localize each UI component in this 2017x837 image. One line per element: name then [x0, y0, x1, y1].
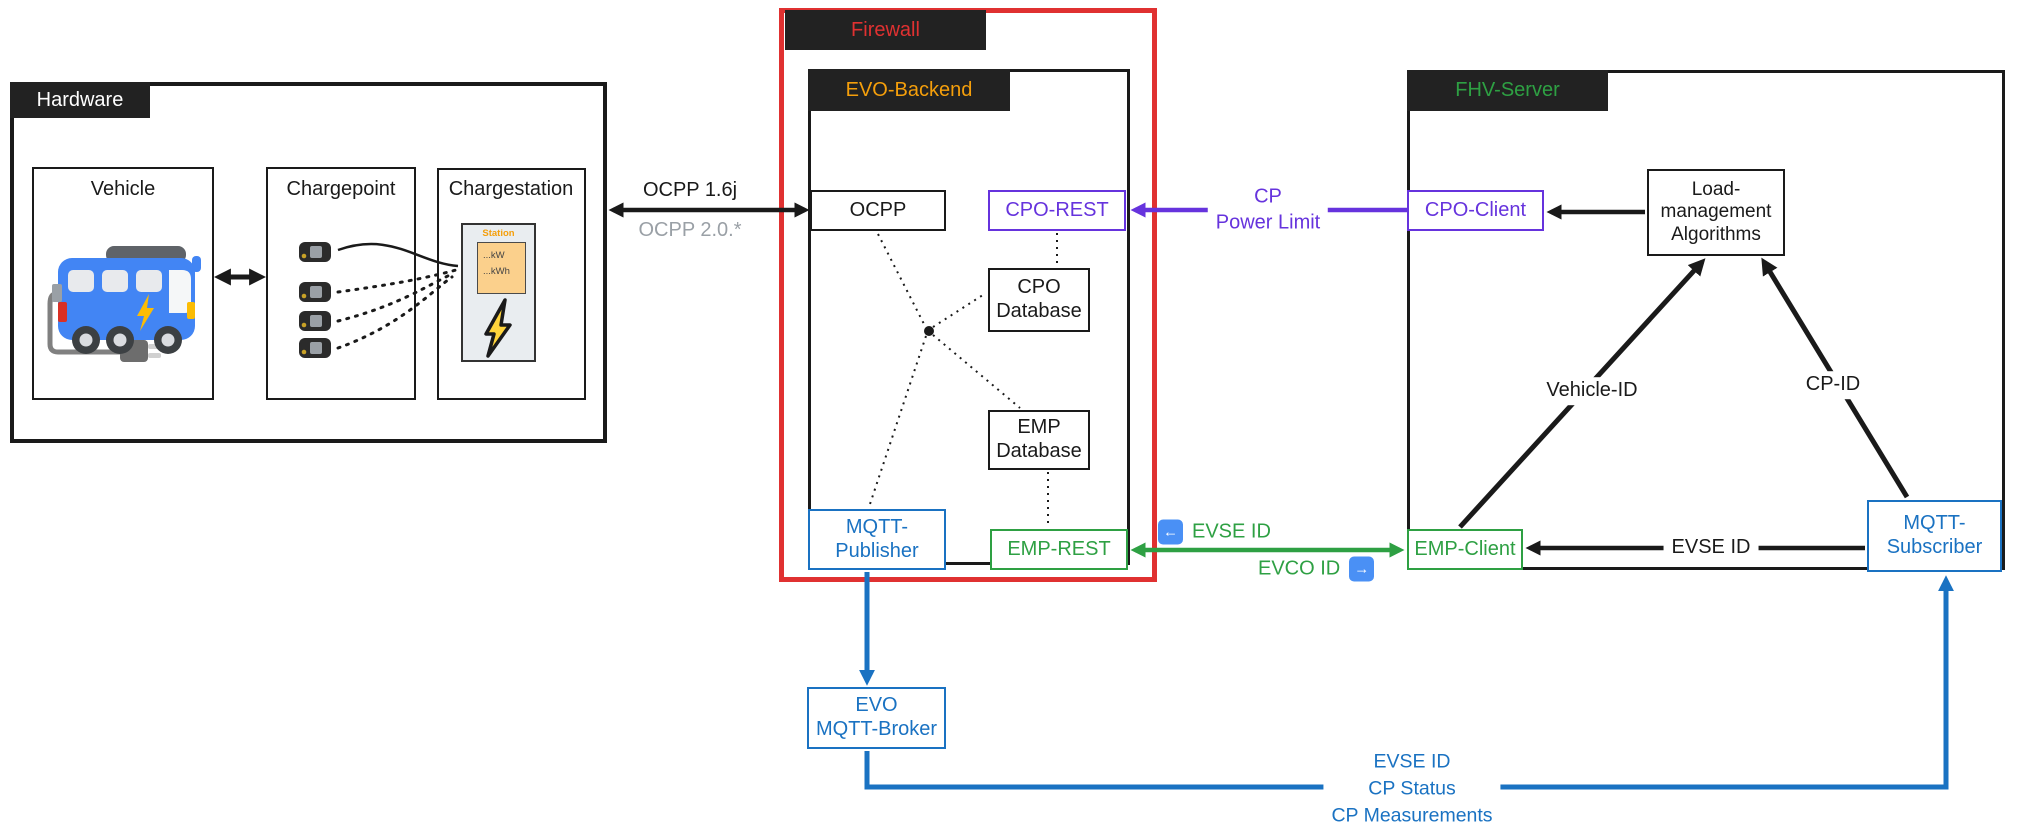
- evse-id-to-backend-label: ← EVSE ID: [1158, 519, 1271, 545]
- emp-database-node: EMP Database: [988, 410, 1090, 470]
- vehicle-box-title: Vehicle: [90, 178, 156, 201]
- mqtt-payload-label: EVSE ID CP Status CP Measurements: [1323, 747, 1501, 831]
- evse-id-internal-label: EVSE ID: [1663, 534, 1759, 562]
- fhv-server-group: [1407, 70, 2005, 570]
- cpo-client-node: CPO-Client: [1407, 190, 1544, 231]
- hardware-title: Hardware: [36, 88, 124, 111]
- right-arrow-icon: →: [1349, 556, 1375, 582]
- cp-id-label: CP-ID: [1797, 371, 1869, 399]
- chargepoint-box-title: Chargepoint: [286, 178, 396, 201]
- ocpp-protocol-label: OCPP 1.6j: [642, 179, 738, 202]
- cpo-rest-node: CPO-REST: [988, 190, 1126, 231]
- fhv-server-header: FHV-Server: [1407, 70, 1608, 111]
- firewall-header: Firewall: [785, 10, 986, 50]
- evse-id-to-backend-text: EVSE ID: [1192, 520, 1271, 543]
- cp-power-limit-label: CP Power Limit: [1207, 183, 1329, 237]
- evco-id-to-server-text: EVCO ID: [1258, 557, 1341, 580]
- ocpp-protocol-secondary-label: OCPP 2.0.*: [638, 219, 742, 242]
- firewall-title: Firewall: [851, 18, 920, 41]
- evo-backend-title: EVO-Backend: [845, 78, 973, 101]
- hardware-header: Hardware: [10, 82, 150, 118]
- evo-backend-header: EVO-Backend: [808, 69, 1010, 111]
- station-graphic-label: Station: [482, 228, 515, 239]
- mqtt-publisher-node: MQTT- Publisher: [808, 509, 946, 570]
- cpo-database-node: CPO Database: [988, 268, 1090, 332]
- fhv-server-title: FHV-Server: [1455, 79, 1560, 101]
- evo-mqtt-broker-node: EVO MQTT-Broker: [807, 687, 946, 749]
- vehicle-id-label: Vehicle-ID: [1538, 377, 1646, 405]
- evco-id-to-server-label: EVCO ID →: [1258, 556, 1375, 582]
- ocpp-node: OCPP: [810, 190, 946, 231]
- left-arrow-icon: ←: [1158, 519, 1183, 545]
- station-power-readout: ...kW ...kWh: [477, 242, 526, 294]
- mqtt-subscriber-node: MQTT- Subscriber: [1867, 500, 2002, 572]
- emp-client-node: EMP-Client: [1407, 529, 1523, 570]
- load-management-node: Load- management Algorithms: [1647, 169, 1785, 256]
- emp-rest-node: EMP-REST: [990, 529, 1128, 570]
- chargestation-box-title: Chargestation: [448, 178, 574, 201]
